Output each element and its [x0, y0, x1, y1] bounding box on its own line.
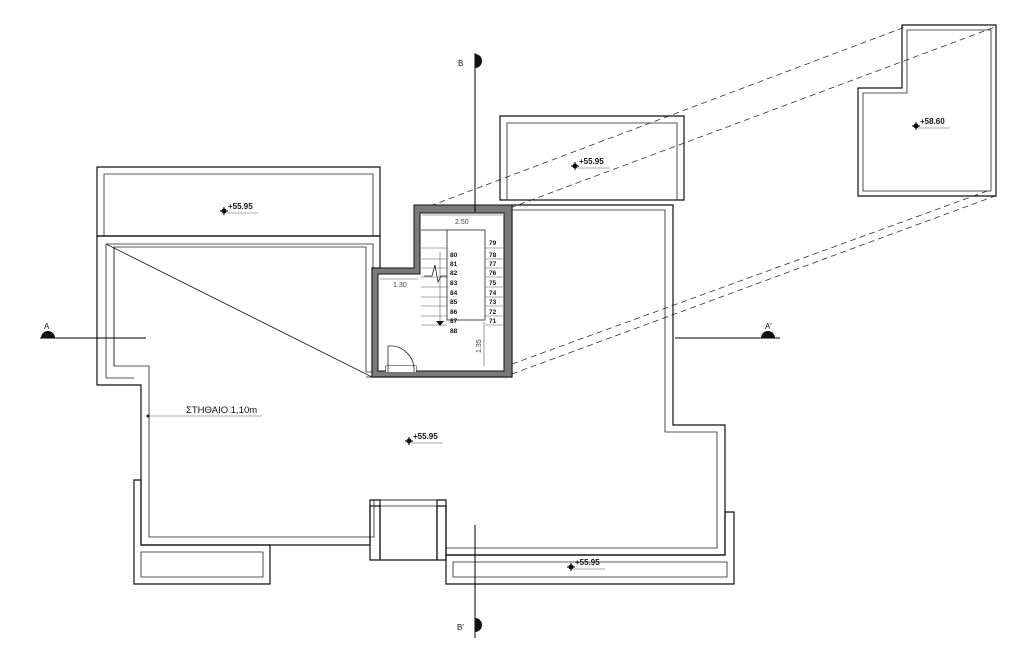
step-number: 82 — [450, 270, 458, 277]
section-b-label: B — [458, 59, 463, 68]
step-number: 78 — [489, 252, 497, 259]
section-a-prime-label: A' — [765, 322, 772, 331]
step-number: 77 — [489, 261, 497, 268]
step-number: 75 — [489, 280, 497, 287]
elevation-marker-top-left: +55.95 — [220, 202, 258, 215]
step-number: 74 — [489, 290, 497, 297]
stair-tower — [371, 204, 513, 378]
main-roof-outline — [96, 204, 726, 561]
elevation-marker-main-roof: +55.95 — [405, 432, 443, 445]
step-number: 85 — [450, 299, 458, 306]
upper-roof-outline — [857, 24, 997, 197]
bottom-left-terrace — [133, 479, 271, 585]
elevation-label: +55.95 — [413, 432, 438, 441]
step-number: 76 — [489, 270, 497, 277]
elevation-marker-upper-roof: +58.60 — [912, 117, 950, 130]
step-number: 80 — [450, 252, 458, 259]
step-number: 86 — [450, 309, 458, 316]
step-number: 83 — [450, 280, 458, 287]
elevation-marker-top-middle: +55.95 — [571, 157, 609, 170]
elevation-label: +55.95 — [228, 202, 253, 211]
elevation-label: +58.60 — [920, 117, 945, 126]
top-middle-terrace — [499, 115, 685, 201]
elevation-label: +55.95 — [575, 558, 600, 567]
step-number: 87 — [450, 318, 458, 325]
stair-width-dimension: 2.50 — [455, 219, 469, 226]
step-number: 71 — [489, 318, 497, 325]
bottom-right-terrace — [445, 511, 735, 585]
landing-depth-dimension: 1.35 — [476, 339, 483, 353]
elevation-marker-bottom-terrace: +55.95 — [567, 558, 605, 571]
section-line-b: B B' — [457, 53, 482, 638]
stair-runs — [421, 247, 503, 326]
step-number: 88 — [450, 328, 458, 335]
section-b-prime-label: B' — [457, 623, 464, 632]
elevation-label: +55.95 — [579, 157, 604, 166]
section-a-label: A — [44, 322, 50, 331]
step-number: 79 — [489, 240, 497, 247]
landing-width-dimension: 1.30 — [393, 282, 407, 289]
parapet-label: ΣΤΗΘΑΙΟ 1,10m — [186, 405, 257, 416]
step-numbers-left: 80 81 82 83 84 85 86 87 88 — [450, 252, 458, 335]
parapet-annotation: ΣΤΗΘΑΙΟ 1,10m — [146, 405, 262, 418]
section-line-a: A A' — [40, 322, 780, 339]
step-number: 73 — [489, 299, 497, 306]
step-number: 84 — [450, 290, 458, 297]
step-numbers-right: 79 78 77 76 75 74 73 72 71 — [489, 240, 497, 325]
step-number: 72 — [489, 309, 497, 316]
bottom-notch — [369, 499, 447, 561]
step-number: 81 — [450, 261, 458, 268]
